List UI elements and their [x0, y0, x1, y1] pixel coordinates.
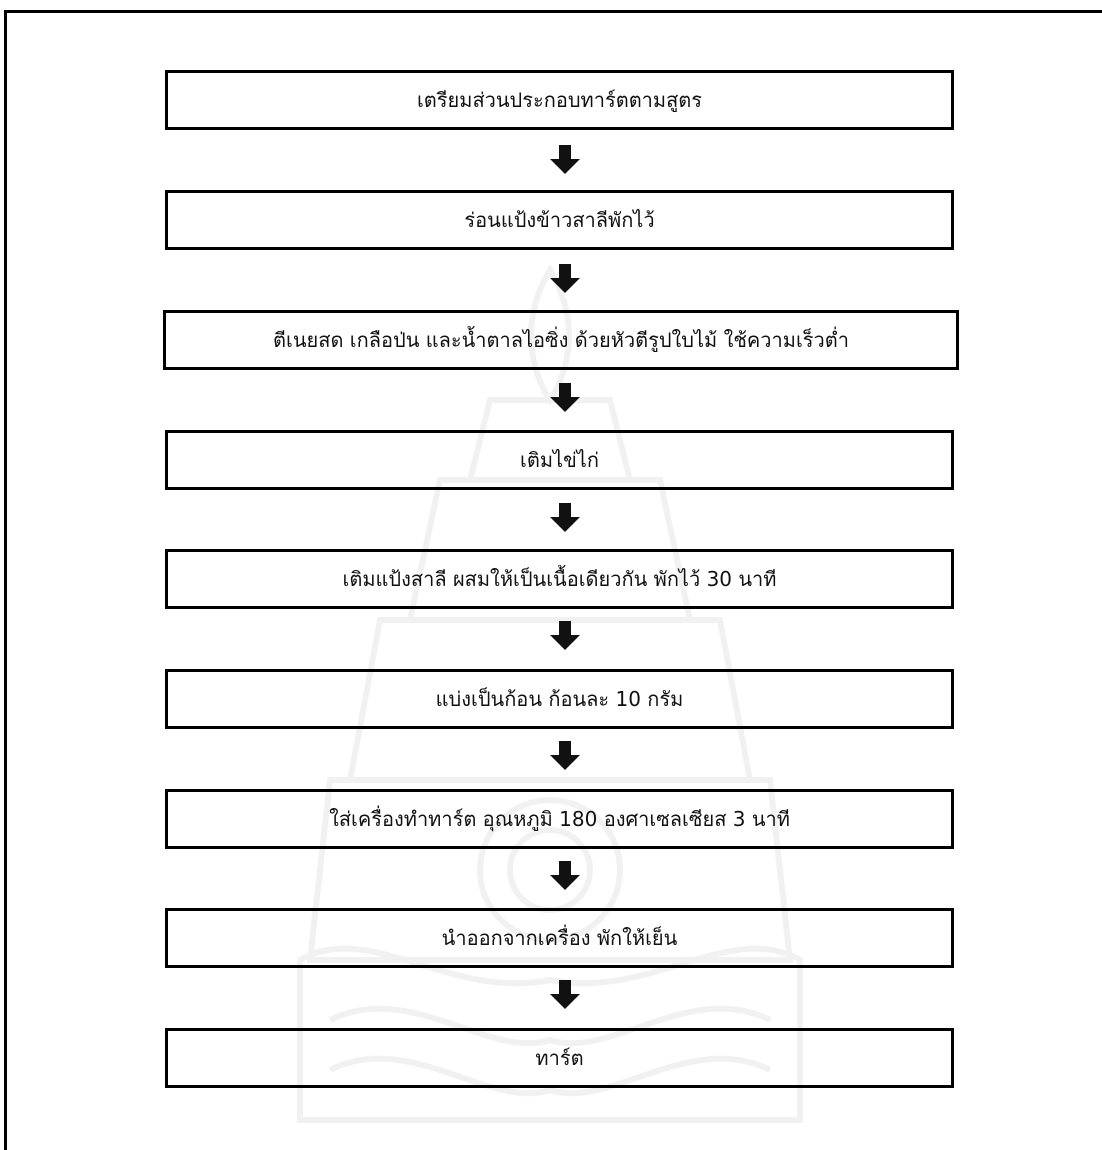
down-arrow-icon	[550, 980, 580, 1009]
step-box-4: เติมไข่ไก่	[165, 430, 954, 490]
down-arrow-icon	[550, 145, 580, 174]
step-box-6: แบ่งเป็นก้อน ก้อนละ 10 กรัม	[165, 669, 954, 729]
down-arrow-icon	[550, 383, 580, 412]
step-box-1: เตรียมส่วนประกอบทาร์ตตามสูตร	[165, 70, 954, 130]
down-arrow-icon	[550, 264, 580, 293]
step-label-3: ตีเนยสด เกลือป่น และน้ำตาลไอซิ่ง ด้วยหัว…	[273, 328, 849, 352]
step-box-2: ร่อนแป้งข้าวสาลีพักไว้	[165, 190, 954, 250]
step-label-2: ร่อนแป้งข้าวสาลีพักไว้	[464, 208, 655, 232]
down-arrow-icon	[550, 861, 580, 890]
step-label-5: เติมแป้งสาลี ผสมให้เป็นเนื้อเดียวกัน พัก…	[342, 567, 777, 591]
page-frame	[4, 10, 1102, 1150]
step-box-3: ตีเนยสด เกลือป่น และน้ำตาลไอซิ่ง ด้วยหัว…	[163, 310, 959, 370]
step-label-8: นำออกจากเครื่อง พักให้เย็น	[441, 926, 678, 950]
step-label-6: แบ่งเป็นก้อน ก้อนละ 10 กรัม	[435, 687, 684, 711]
step-label-7: ใส่เครื่องทำทาร์ต อุณหภูมิ 180 องศาเซลเซ…	[329, 807, 790, 831]
down-arrow-icon	[550, 621, 580, 650]
step-box-8: นำออกจากเครื่อง พักให้เย็น	[165, 908, 954, 968]
down-arrow-icon	[550, 741, 580, 770]
step-label-4: เติมไข่ไก่	[520, 448, 599, 472]
step-box-7: ใส่เครื่องทำทาร์ต อุณหภูมิ 180 องศาเซลเซ…	[165, 789, 954, 849]
step-label-9: ทาร์ต	[535, 1046, 584, 1070]
step-box-9: ทาร์ต	[165, 1028, 954, 1088]
down-arrow-icon	[550, 503, 580, 532]
step-label-1: เตรียมส่วนประกอบทาร์ตตามสูตร	[416, 88, 703, 112]
step-box-5: เติมแป้งสาลี ผสมให้เป็นเนื้อเดียวกัน พัก…	[165, 549, 954, 609]
